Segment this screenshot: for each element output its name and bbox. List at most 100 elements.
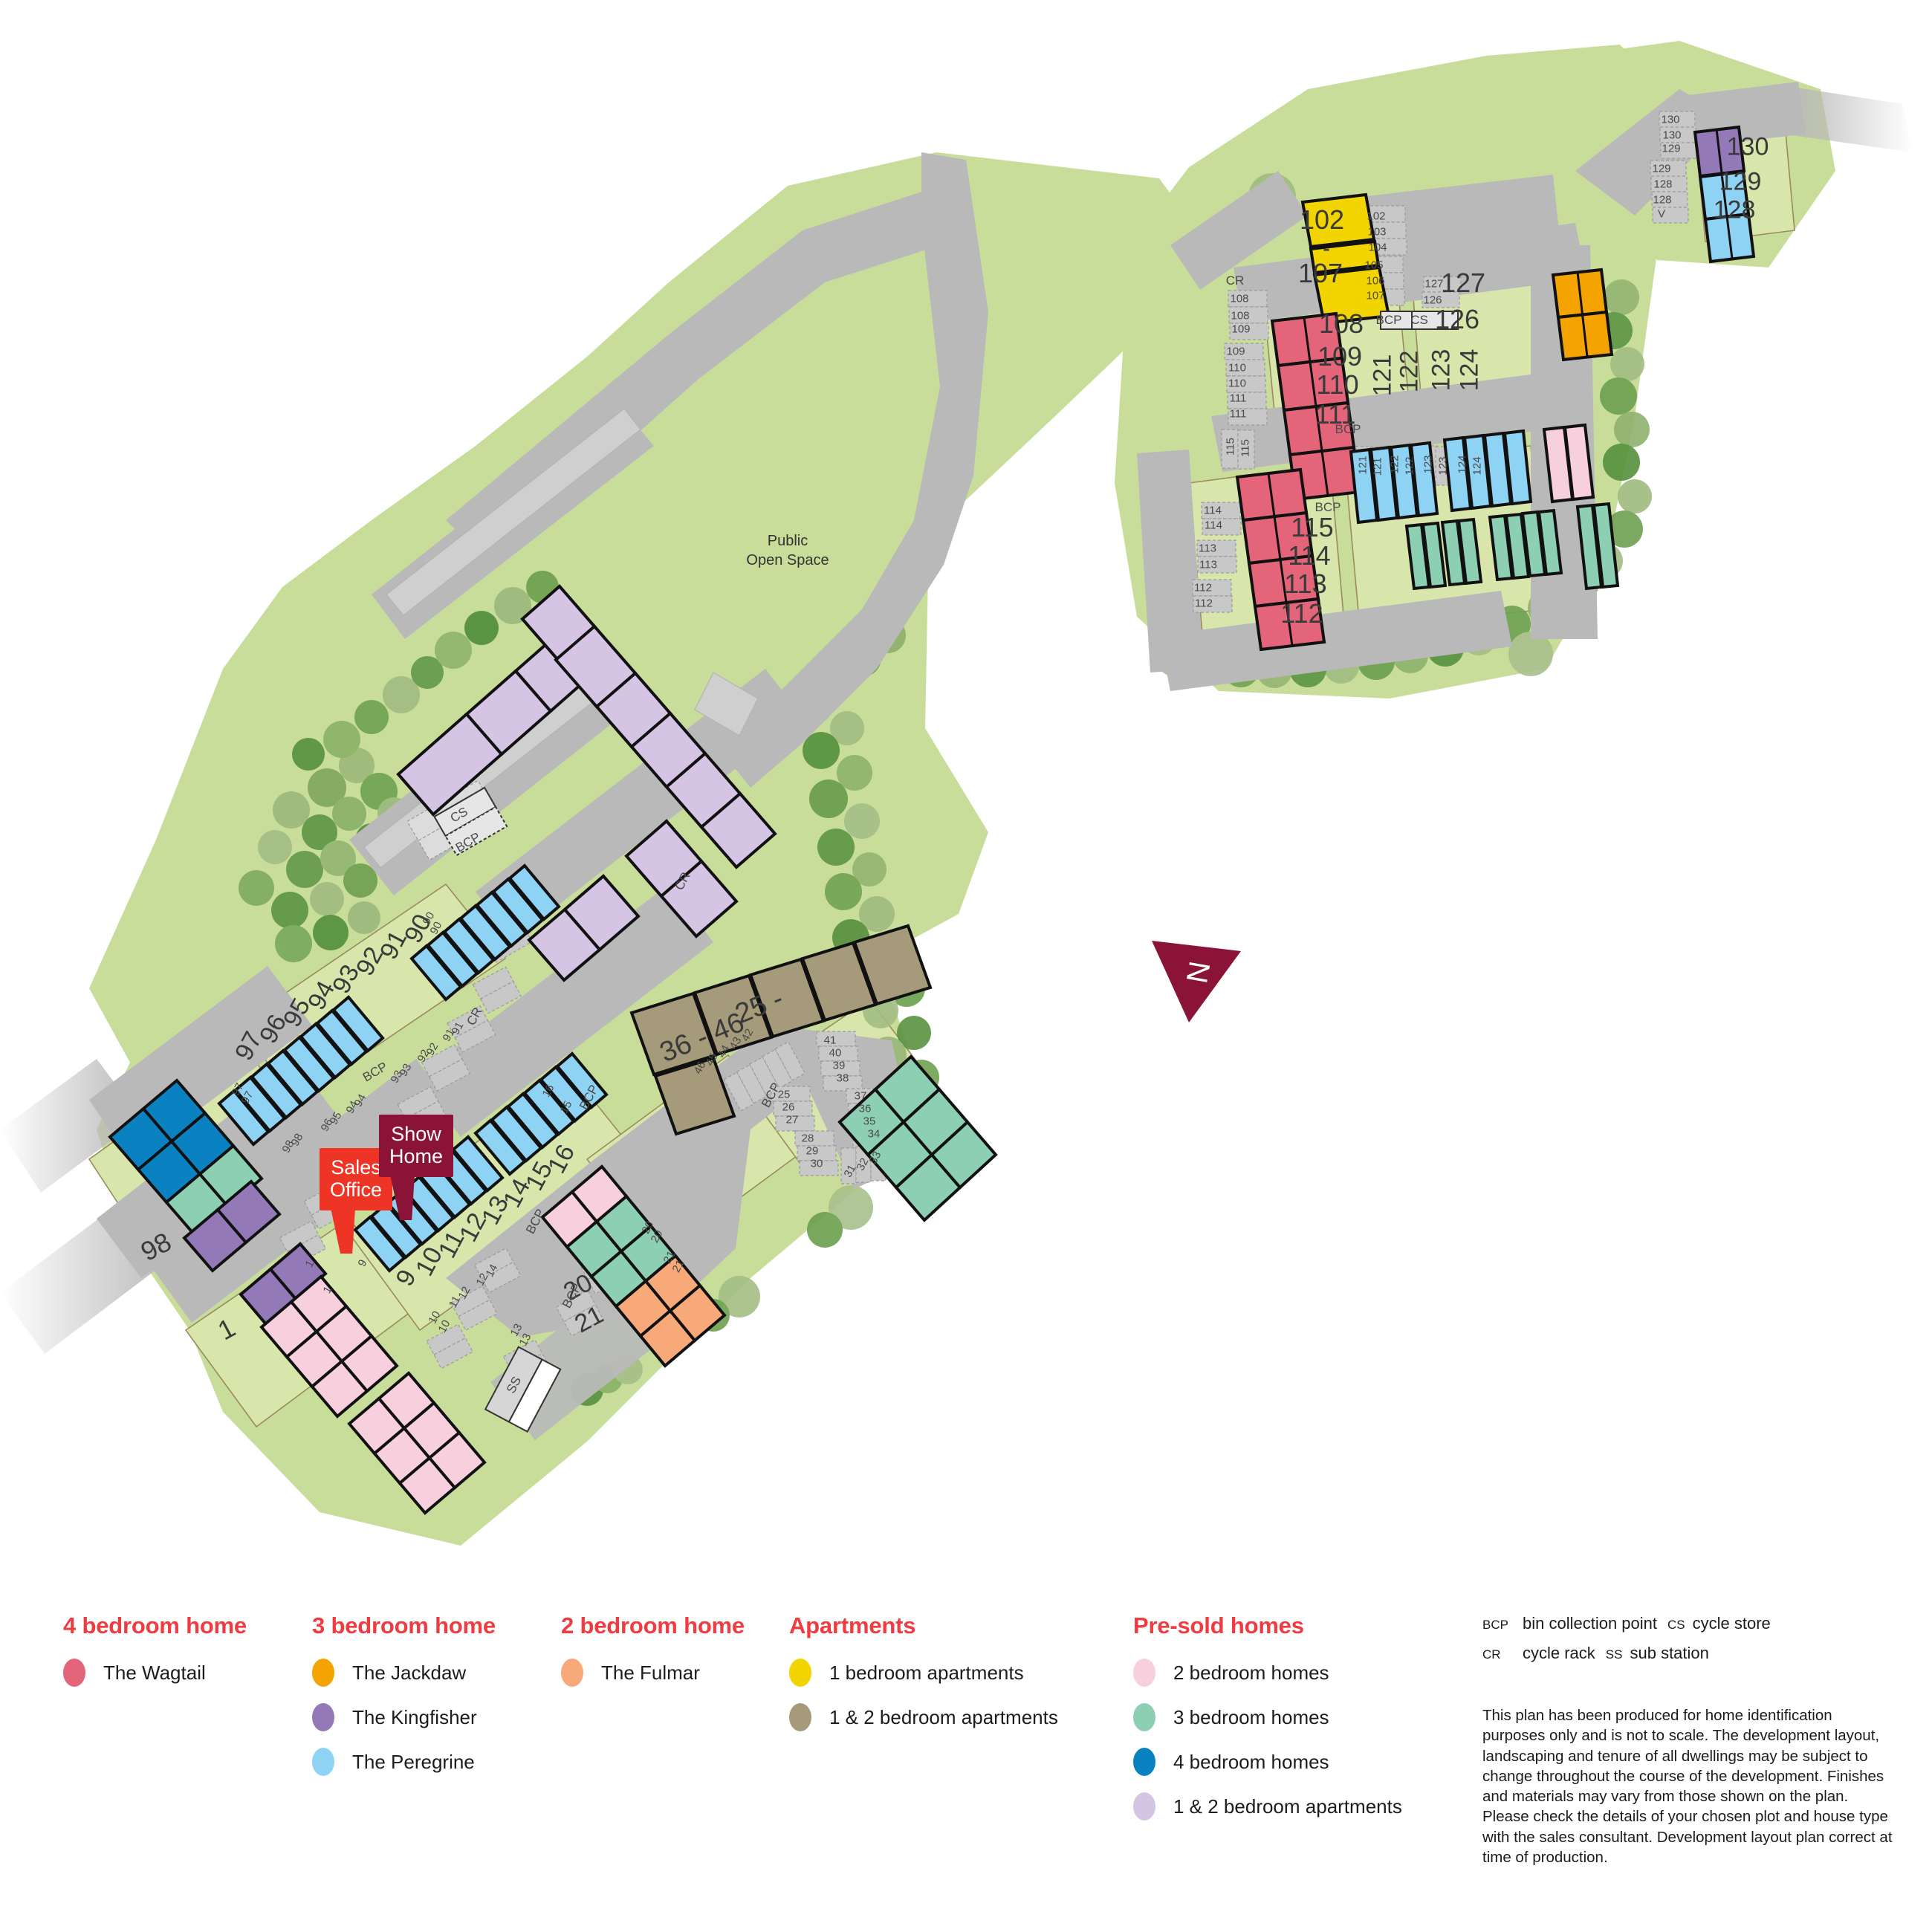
legend-item-label: 1 bedroom apartments xyxy=(829,1661,1024,1684)
abbreviation-key: CR xyxy=(1482,1647,1501,1662)
parking-bay-label: 34 xyxy=(867,1127,881,1141)
parking-bay-label: 28 xyxy=(801,1132,814,1145)
facility-label-bcp: BCP xyxy=(1335,422,1361,436)
parking-bay-label: 112 xyxy=(1195,597,1213,610)
parking-bay-label: 102 xyxy=(1367,210,1386,223)
legend-swatch-icon xyxy=(1133,1792,1155,1821)
parking-bay-label: 105 xyxy=(1364,259,1384,272)
parking-bay-label: 121 xyxy=(1356,456,1369,475)
abbreviation-value-2: sub station xyxy=(1630,1644,1709,1662)
parking-bay-label: 104 xyxy=(1368,241,1387,254)
abbreviation-row: CR cycle rack SS sub station xyxy=(1482,1644,1928,1663)
parking-bay-label: 109 xyxy=(1231,322,1251,336)
facility-label-bcp: BCP xyxy=(1375,313,1402,327)
parking-bay-label: 130 xyxy=(1661,113,1680,126)
parking-bay-label: 109 xyxy=(1226,345,1245,358)
legend-item-label: The Peregrine xyxy=(352,1750,475,1773)
legend-item[interactable]: 1 bedroom apartments xyxy=(789,1659,1058,1687)
parking-bay-label: 25 xyxy=(777,1088,791,1101)
abbreviation-value: cycle rack xyxy=(1523,1644,1595,1662)
abbreviation-value-2: cycle store xyxy=(1692,1614,1771,1633)
parking-bay-label: 123 xyxy=(1422,455,1435,474)
legend-item[interactable]: 4 bedroom homes xyxy=(1133,1748,1402,1776)
site-plan-map xyxy=(0,41,1913,1546)
parking-bay-label: 113 xyxy=(1199,542,1216,555)
parking-bay-label: 37 xyxy=(854,1089,867,1103)
parking-bay-label: 130 xyxy=(1662,129,1682,142)
legend-item[interactable]: 1 & 2 bedroom apartments xyxy=(789,1703,1058,1731)
legend-item-label: The Jackdaw xyxy=(352,1661,467,1684)
parking-bay-label: 127 xyxy=(1424,277,1444,291)
parking-bay-label: 114 xyxy=(1204,504,1222,517)
legend-swatch-icon xyxy=(789,1703,811,1731)
parking-bay-label: 103 xyxy=(1367,225,1387,239)
facility-label-cs: CS xyxy=(1410,313,1428,327)
parking-bay-label: 115 xyxy=(1224,438,1237,456)
parking-bay-label: 29 xyxy=(805,1144,819,1158)
parking-bay-label: 128 xyxy=(1653,193,1672,207)
parking-bay-label: 30 xyxy=(810,1157,823,1170)
parking-bay-label: 115 xyxy=(1239,439,1252,457)
parking-bay-label: 121 xyxy=(1371,457,1384,476)
legend-item[interactable]: The Fulmar xyxy=(561,1659,745,1687)
facility-label-bcp: BCP xyxy=(1315,500,1341,514)
house-footprints xyxy=(108,125,1756,1515)
legend-swatch-icon xyxy=(1133,1659,1155,1687)
parking-bay-label: 40 xyxy=(829,1046,842,1060)
legend-item[interactable]: The Jackdaw xyxy=(312,1659,496,1687)
legend-item-label: 4 bedroom homes xyxy=(1173,1750,1329,1773)
legend-item-label: 1 & 2 bedroom apartments xyxy=(829,1705,1058,1728)
parking-bay-label: 110 xyxy=(1228,377,1246,390)
legend-item[interactable]: The Kingfisher xyxy=(312,1703,496,1731)
legend-item[interactable]: 3 bedroom homes xyxy=(1133,1703,1402,1731)
abbreviation-key-2: SS xyxy=(1605,1647,1623,1662)
legend-item[interactable]: The Wagtail xyxy=(63,1659,247,1687)
parking-bay-label: 122 xyxy=(1403,456,1416,476)
legend-swatch-icon xyxy=(789,1659,811,1687)
parking-bay-label: 128 xyxy=(1653,178,1673,191)
legend-item-label: 2 bedroom homes xyxy=(1173,1661,1329,1684)
legend-item-label: The Kingfisher xyxy=(352,1705,477,1728)
parking-bay-label: 41 xyxy=(823,1034,837,1047)
parking-bay-label: 35 xyxy=(863,1115,876,1128)
legend-heading: 2 bedroom home xyxy=(561,1612,745,1638)
parking-bay-label: 108 xyxy=(1231,309,1250,322)
legend-column-pre-sold-homes: Pre-sold homes 2 bedroom homes 3 bedroom h… xyxy=(1133,1612,1402,1837)
parking-bay-label: 124 xyxy=(1456,455,1469,474)
parking-bay-label: V xyxy=(1657,207,1666,221)
parking-bay-label: 123 xyxy=(1436,456,1450,476)
parking-bay-label: 126 xyxy=(1423,294,1442,307)
legend-swatch-icon xyxy=(1133,1748,1155,1776)
legend-item[interactable]: The Peregrine xyxy=(312,1748,496,1776)
parking-bay-label: 36 xyxy=(858,1102,872,1115)
legend-heading: Pre-sold homes xyxy=(1133,1612,1304,1638)
legend-swatch-icon xyxy=(312,1703,334,1731)
legend-item-label: The Fulmar xyxy=(601,1661,700,1684)
abbreviation-key-2: CS xyxy=(1667,1618,1685,1632)
parking-bay-label: 27 xyxy=(785,1113,799,1127)
legend-swatch-icon xyxy=(312,1659,334,1687)
abbreviation-value: bin collection point xyxy=(1523,1614,1658,1633)
legend-heading: 4 bedroom home xyxy=(63,1612,247,1638)
parking-bay-label: 124 xyxy=(1471,456,1484,476)
legend-item[interactable]: 1 & 2 bedroom apartments xyxy=(1133,1792,1402,1821)
parking-bay-label: 39 xyxy=(832,1059,846,1072)
parking-bay-label: 111 xyxy=(1229,392,1247,405)
parking-bay-label: 113 xyxy=(1199,558,1217,571)
legend-item[interactable]: 2 bedroom homes xyxy=(1133,1659,1402,1687)
abbreviation-row: BCP bin collection point CS cycle store xyxy=(1482,1614,1928,1633)
disclaimer-text: This plan has been produced for home ide… xyxy=(1482,1707,1893,1866)
legend-swatch-icon xyxy=(312,1748,334,1776)
legend-swatch-icon xyxy=(561,1659,583,1687)
parking-bay-label: 129 xyxy=(1652,162,1671,175)
facility-label-cr: CR xyxy=(1225,273,1245,288)
abbreviation-key: BCP xyxy=(1482,1618,1508,1632)
